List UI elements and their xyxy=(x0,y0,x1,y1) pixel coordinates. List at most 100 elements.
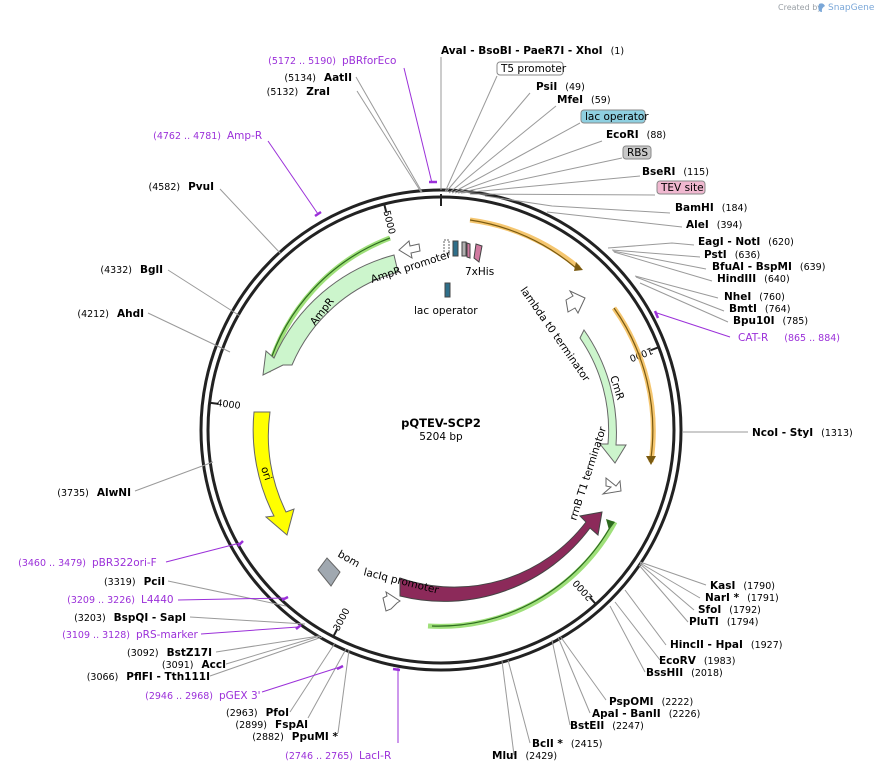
enzyme-position: (3091) xyxy=(162,660,194,671)
leader-hindiii xyxy=(613,251,713,282)
feature-orange-arc-right-line xyxy=(613,307,654,459)
enzyme-position: (1) xyxy=(611,46,624,57)
leader-bsteii xyxy=(551,639,571,726)
primer-l4440: L4440(3209 .. 3226) xyxy=(67,594,173,606)
ampr-highlight-line xyxy=(267,237,391,369)
enzyme-name: BstZ17I xyxy=(167,647,212,659)
leader-ahdi xyxy=(147,312,231,353)
enzyme-avai: AvaI - BsoBI - PaeR7I - XhoI (1) xyxy=(441,45,624,57)
box-t5-promoter xyxy=(496,61,564,76)
enzyme-name: HindIII xyxy=(717,273,756,285)
primer-pbrforeco: pBRforEco(5172 .. 5190) xyxy=(268,55,396,67)
enzyme-position: (49) xyxy=(565,82,585,93)
enzyme-position: (760) xyxy=(759,292,785,303)
snapgene-logo-icon xyxy=(818,3,825,13)
primer-name: pBR322ori-F xyxy=(92,557,157,569)
enzyme-name: EagI - NotI xyxy=(698,236,760,248)
enzyme-name: AlwNI xyxy=(97,487,131,499)
enzyme-name: NarI * xyxy=(705,592,740,604)
enzyme-name: BclI * xyxy=(532,738,563,750)
enzyme-position: (636) xyxy=(735,250,761,261)
primer-range: (2746 .. 2765) xyxy=(285,751,353,762)
enzyme-name: ZraI xyxy=(306,86,330,98)
enzyme-name: AatII xyxy=(324,72,352,84)
leader-acci xyxy=(225,635,321,665)
leader-tev xyxy=(469,193,656,196)
credit-brand: SnapGene xyxy=(828,3,875,13)
orange-arrowhead-right xyxy=(646,456,656,465)
leader-sfoi xyxy=(639,563,695,611)
enzyme-name: BglI xyxy=(140,264,163,276)
tick-label-3000: 3000 xyxy=(332,606,353,633)
enzyme-ahdi: AhdI(4212) xyxy=(77,308,144,320)
label-bom: bom xyxy=(336,548,362,570)
leader-nhei xyxy=(634,275,719,299)
enzyme-bmti: BmtI(764) xyxy=(729,303,790,315)
leader-pvui xyxy=(219,188,282,255)
label-his: 7xHis xyxy=(465,266,494,278)
enzyme-name: PstI xyxy=(704,249,727,261)
leader-bpu10i xyxy=(639,282,729,323)
primer-mark-pgex xyxy=(336,664,344,671)
enzyme-name: AvaI - BsoBI - PaeR7I - XhoI xyxy=(441,45,603,57)
primer-line-pgex xyxy=(261,666,341,693)
enzyme-position: (4212) xyxy=(77,309,109,320)
leader-alei xyxy=(546,211,683,228)
leader-bstz17i xyxy=(215,635,320,653)
enzyme-name: BssHII xyxy=(646,667,683,679)
enzyme-pvui: PvuI(4582) xyxy=(148,181,214,193)
leader-fspai xyxy=(307,648,347,719)
credit-text: Created by xyxy=(778,3,822,12)
enzyme-position: (3735) xyxy=(57,488,89,499)
enzyme-name: BseRI xyxy=(642,166,675,178)
enzyme-bamhi: BamHI(184) xyxy=(675,202,747,214)
leader-zrai xyxy=(356,90,422,193)
enzyme-pspomi: PspOMI(2222) xyxy=(609,696,693,708)
enzyme-labels: AvaI - BsoBI - PaeR7I - XhoI(1)PsiI(49)M… xyxy=(57,45,852,762)
leader-bcli xyxy=(507,659,531,744)
orange-arrowhead-top xyxy=(574,262,583,271)
enzyme-name: NcoI - StyI xyxy=(752,427,813,439)
leader-psii xyxy=(445,92,531,193)
enzyme-bstz17i: BstZ17I (3092) xyxy=(127,647,212,659)
leader-ppumi xyxy=(337,649,350,734)
enzyme-position: (620) xyxy=(768,237,794,248)
leader-bseri xyxy=(460,175,641,194)
enzyme-sfoi: SfoI(1792) xyxy=(698,604,761,616)
enzyme-name: BfuAI - BspMI xyxy=(712,261,792,273)
leader-mfei xyxy=(448,105,557,194)
his-tag-mark xyxy=(473,243,483,263)
enzyme-position: (3092) xyxy=(127,648,159,659)
enzyme-name: KasI xyxy=(710,580,735,592)
enzyme-bseri: BseRI (115) xyxy=(642,166,709,178)
enzyme-position: (115) xyxy=(683,167,709,178)
enzyme-name: BstEII xyxy=(570,720,604,732)
leader-bspqi xyxy=(189,616,306,625)
laci-highlight-line xyxy=(431,523,613,627)
enzyme-position: (639) xyxy=(800,262,826,273)
enzyme-name: PsiI xyxy=(536,81,557,93)
enzyme-name: AccI xyxy=(202,659,226,671)
tick-label-4000: 4000 xyxy=(216,398,241,412)
rbs-mark xyxy=(461,241,467,257)
leader-hincii xyxy=(624,589,667,646)
enzyme-bcli: BclI *(2415) xyxy=(532,738,602,750)
enzyme-pflfi: PflFI - Tth111I(3066) xyxy=(87,671,210,683)
laciq-promoter-arrow xyxy=(382,590,401,612)
box-rbs xyxy=(622,145,652,160)
enzyme-position: (59) xyxy=(591,95,611,106)
primer-line-catr xyxy=(656,312,731,338)
ampr-promoter-arrow xyxy=(398,240,421,260)
primer-mark-l4440 xyxy=(281,595,289,602)
tick-label-5000: 5000 xyxy=(381,209,398,235)
label-leader-lines xyxy=(134,57,748,756)
primer-name: Amp-R xyxy=(227,130,262,142)
enzyme-name: EcoRV xyxy=(659,655,697,667)
cmr-arrow xyxy=(579,329,627,464)
enzyme-position: (1791) xyxy=(747,593,779,604)
enzyme-position: (2018) xyxy=(691,668,723,679)
enzyme-position: (3203) xyxy=(74,613,106,624)
leader-aatii xyxy=(355,76,423,193)
enzyme-pfoi: PfoI(2963) xyxy=(226,707,289,719)
primer-range: (5172 .. 5190) xyxy=(268,56,336,67)
